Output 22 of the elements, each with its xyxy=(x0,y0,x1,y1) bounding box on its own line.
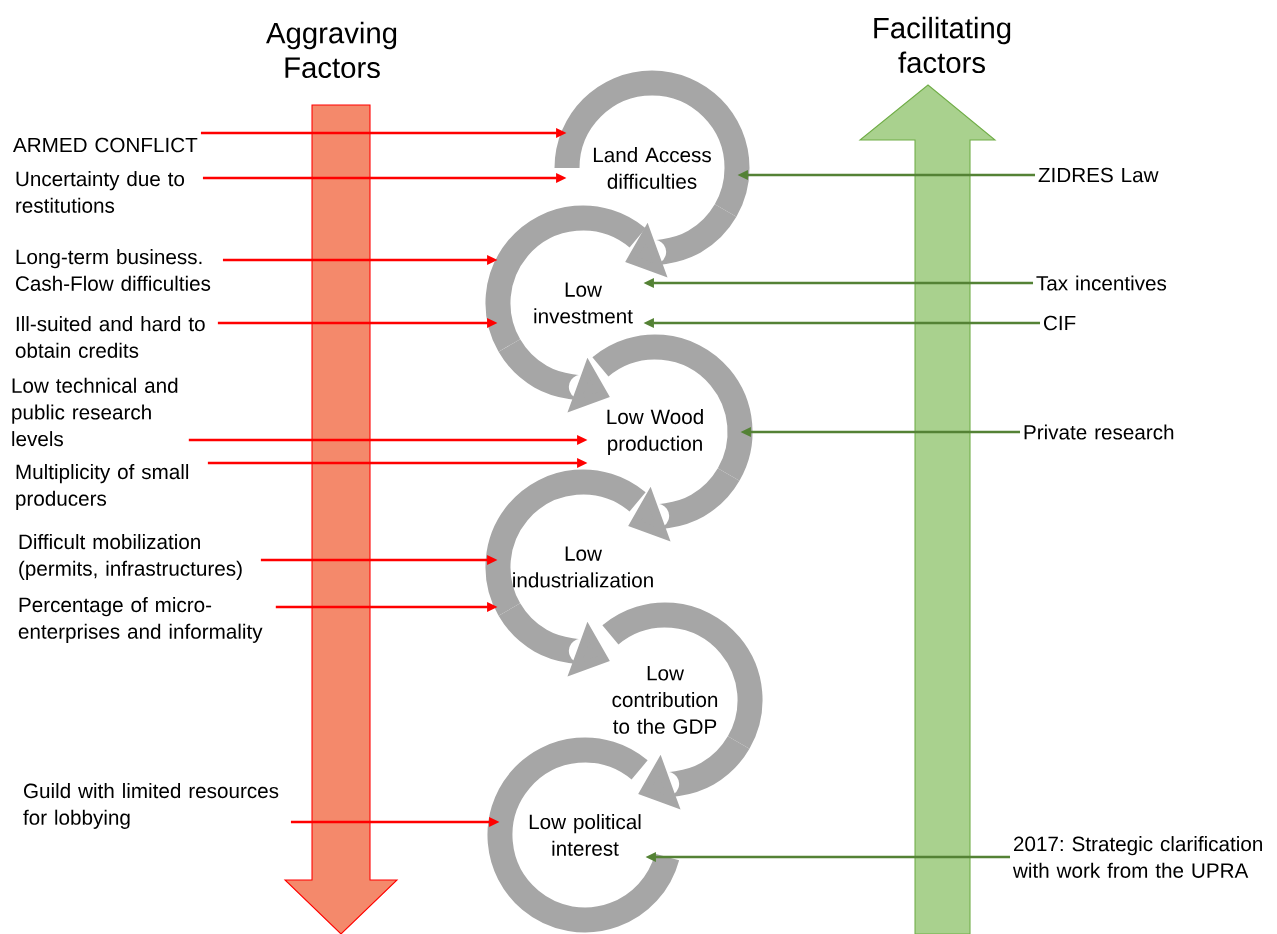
cycle-step: Low political interest xyxy=(529,814,641,856)
factor-label: Guild with limited resources for lobbying xyxy=(23,783,279,829)
factor-label: Long-term business. Cash-Flow difficulties xyxy=(16,249,211,291)
factor-label: Difficult mobilization (permits, infrastructures) xyxy=(19,534,242,580)
factor-label: 2017: Strategic clarification with work from the UPRA xyxy=(1012,836,1262,878)
cycle-step: Low investment xyxy=(534,282,633,324)
factor-label: Percentage of micro-enterprises and informality xyxy=(18,597,263,643)
factor-label: Uncertainty due to restitutions xyxy=(16,171,185,213)
factor-label: ZIDRES Law xyxy=(1038,167,1159,183)
cycle-step: Low contribution to the GDP xyxy=(612,666,718,734)
cycle-step: Low industrialization xyxy=(513,546,653,588)
cycle-step: Low Wood production xyxy=(607,409,703,455)
factor-label: Low technical and public research levels xyxy=(12,377,178,447)
heading: Aggraving Factors xyxy=(266,21,397,79)
heading: Facilitating factors xyxy=(874,16,1011,74)
factor-label: Multiplicity of small producers xyxy=(16,464,189,510)
factor-label: Private research xyxy=(1024,424,1174,440)
cycle-step: Land Access difficulties xyxy=(593,147,711,189)
factor-label: CIF xyxy=(1044,315,1076,331)
factor-label: Tax incentives xyxy=(1036,275,1167,291)
factor-label: Ill-suited and hard to obtain credits xyxy=(15,316,205,358)
factor-label: ARMED CONFLICT xyxy=(13,137,198,153)
